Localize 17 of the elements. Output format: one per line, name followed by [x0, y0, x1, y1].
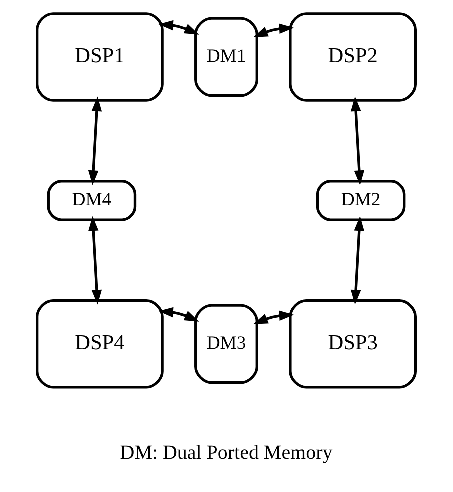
arrow: [158, 20, 200, 35]
arrow: [253, 310, 294, 324]
node-box: DM4: [47, 180, 137, 222]
node-box: DSP2: [289, 12, 417, 102]
arrow: [158, 307, 200, 322]
node-box: DSP1: [36, 12, 164, 102]
node-box: DSP3: [289, 300, 417, 389]
node-box: DM2: [316, 180, 406, 222]
arrow: [88, 216, 102, 305]
node-box: DM3: [194, 304, 258, 384]
arrow: [350, 216, 365, 305]
label: DM: Dual Ported Memory: [120, 442, 333, 464]
node-box: DM1: [194, 17, 258, 98]
arrow: [253, 24, 294, 38]
node-box: DSP4: [36, 300, 164, 389]
arrow: [88, 96, 102, 186]
arrow: [350, 96, 365, 186]
